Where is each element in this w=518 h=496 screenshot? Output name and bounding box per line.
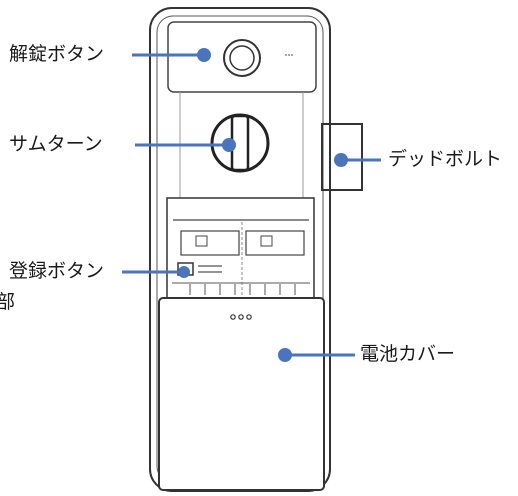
slot-marker-left: [195, 235, 208, 247]
deadbolt-block: [321, 123, 363, 191]
battery-cover-dots: [230, 314, 252, 320]
slot-marker-right: [260, 235, 273, 247]
callout-battery-cover: [278, 348, 355, 362]
label-unlock-button: 解錠ボタン: [9, 43, 105, 65]
indicator-dots: [285, 54, 293, 56]
battery-slot-right: [245, 230, 305, 256]
battery-slot-left: [180, 230, 240, 256]
label-register-button: 登録ボタン: [9, 260, 105, 282]
label-thumb-turn: サムターン: [9, 133, 103, 155]
unlock-button-outer-ring: [223, 39, 261, 77]
callout-unlock-button: [132, 48, 211, 62]
label-battery-cover: 電池カバー: [360, 343, 456, 365]
unlock-button-inner-ring: [229, 45, 255, 71]
terminal-pins: [189, 284, 296, 295]
callout-deadbolt: [334, 153, 381, 167]
callout-thumb-turn: [135, 138, 236, 152]
callout-register-button: [122, 266, 190, 278]
top-panel: [167, 21, 317, 93]
label-partial-cutoff: 部: [0, 291, 16, 313]
label-deadbolt: デッドボルト: [388, 148, 503, 170]
battery-cover-plate: [158, 297, 325, 491]
